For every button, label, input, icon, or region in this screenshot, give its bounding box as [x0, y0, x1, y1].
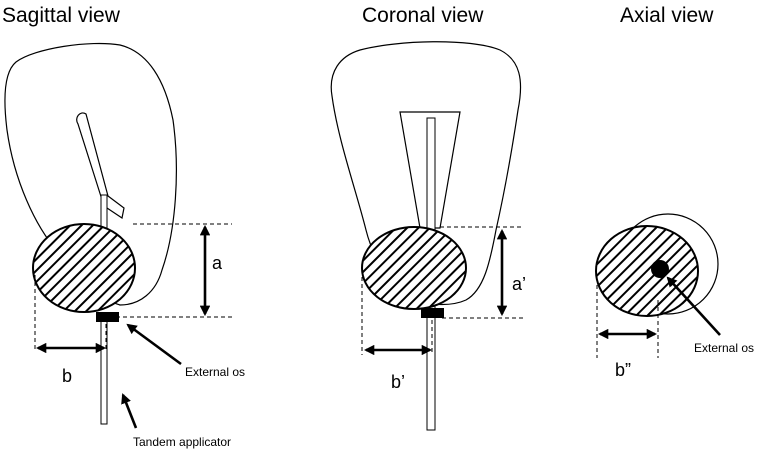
title-axial-view: Axial view — [620, 4, 714, 27]
tandem-applicator-pointer-arrow — [121, 393, 138, 429]
axial-external-os-pointer-arrow — [666, 276, 721, 336]
external-os-label-sagittal: External os — [185, 365, 245, 379]
tandem-applicator-label: Tandem applicator — [133, 435, 231, 449]
external-os-pointer-arrow — [126, 323, 182, 366]
dimension-b-prime-label: b’ — [391, 372, 405, 392]
dimension-a-prime-label: a’ — [512, 274, 526, 294]
axial-view: b” External os — [595, 213, 754, 380]
coronal-external-os-marker — [421, 308, 444, 318]
external-os-label-axial: External os — [694, 341, 754, 355]
sagittal-uterine-cavity — [76, 112, 125, 219]
sagittal-tumor — [32, 223, 136, 313]
sagittal-view: a b External os Tandem applicator — [4, 42, 245, 449]
title-sagittal-view: Sagittal view — [2, 4, 121, 27]
sagittal-external-os-marker — [96, 312, 119, 322]
dimension-b-double-prime-label: b” — [615, 360, 631, 380]
coronal-view: a’ b’ — [330, 41, 526, 431]
dimension-b-label: b — [62, 366, 72, 386]
coronal-tumor — [361, 226, 467, 310]
axial-external-os-dot — [651, 260, 669, 278]
title-coronal-view: Coronal view — [362, 4, 484, 27]
axial-tumor — [595, 225, 699, 317]
dimension-a-label: a — [212, 253, 223, 273]
